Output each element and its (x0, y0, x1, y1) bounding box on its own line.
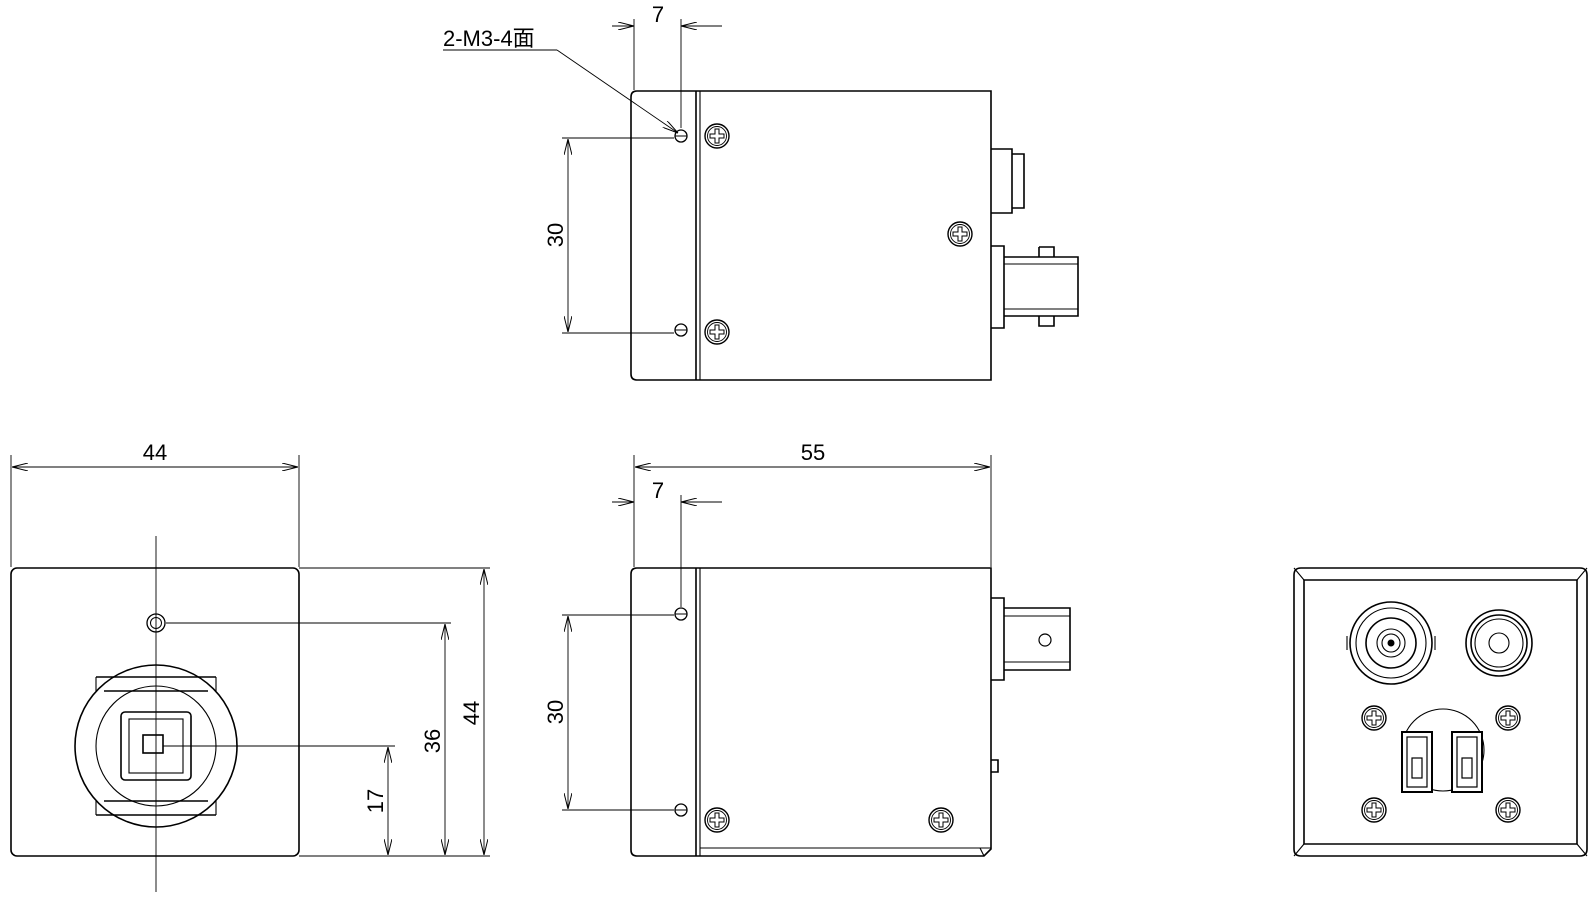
front-hole-height-dimension: 36 (420, 729, 445, 753)
top-body-outline (630, 90, 992, 381)
front-view: 44 44 36 17 (10, 440, 490, 892)
top-hole-pitch-dimension: 30 (543, 223, 568, 247)
phillips-screw-icon (1495, 705, 1521, 731)
bnc-connector-profile (991, 245, 1079, 329)
phillips-screw-icon (704, 123, 730, 149)
slot-screw-icon (674, 803, 688, 817)
phillips-screw-icon (704, 319, 730, 345)
hole-callout-label: 2-M3-4面 (443, 26, 535, 51)
rear-panel-outline (1303, 579, 1578, 845)
round-connector-icon (1465, 609, 1533, 677)
side-length-dimension: 55 (801, 440, 825, 465)
bnc-connector-profile (991, 597, 1071, 681)
side-body-outline (630, 567, 992, 857)
top-view: 7 2-M3-4面 30 (443, 2, 1079, 381)
bnc-connector-icon (1346, 601, 1436, 685)
phillips-screw-icon (1361, 797, 1387, 823)
top-offset-dimension: 7 (652, 2, 664, 27)
round-connector-profile (991, 148, 1013, 214)
phillips-screw-icon (947, 221, 973, 247)
side-hole-pitch-dimension: 30 (543, 700, 568, 724)
front-height-dimension: 44 (459, 701, 484, 725)
dip-switch-icon (1401, 708, 1485, 793)
front-width-dimension: 44 (143, 440, 167, 465)
side-view: 55 7 30 (543, 440, 1071, 857)
phillips-screw-icon (1361, 705, 1387, 731)
slot-screw-icon (674, 607, 688, 621)
rear-view (1293, 567, 1588, 857)
side-small-tab (991, 759, 999, 773)
round-connector-plug (1012, 153, 1025, 209)
leader-line (556, 49, 678, 133)
phillips-screw-icon (1495, 797, 1521, 823)
phillips-screw-icon (704, 807, 730, 833)
front-center-height-dimension: 17 (363, 789, 388, 813)
rear-body-outline (1293, 567, 1588, 857)
front-body-outline (10, 567, 300, 857)
slot-screw-icon (674, 323, 688, 337)
phillips-screw-icon (928, 807, 954, 833)
side-offset-dimension: 7 (652, 478, 664, 503)
